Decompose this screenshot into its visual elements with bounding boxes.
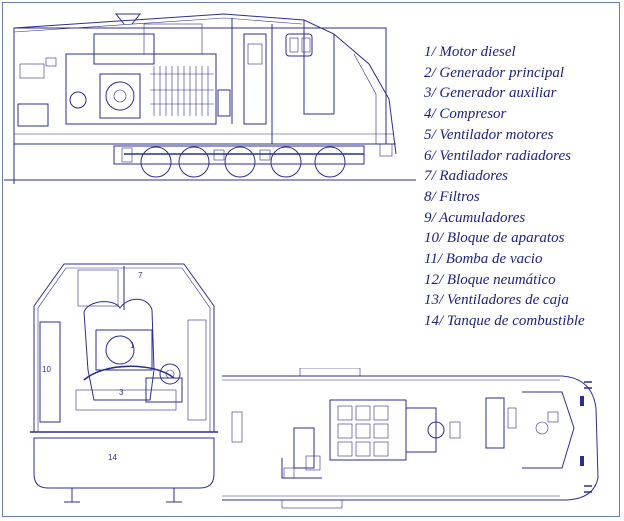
component-legend: 1/ Motor diesel 2/ Generador principal 3…: [424, 42, 620, 332]
legend-item-7: 7/ Radiadores: [424, 168, 509, 185]
legend-item-4: 4/ Compresor: [424, 106, 507, 123]
label-engine: 1: [130, 341, 135, 350]
legend-item-11: 11/ Bomba de vacio: [424, 251, 543, 268]
drawing-frame: [2, 2, 620, 517]
legend-item-12: 12/ Bloque neumático: [424, 271, 556, 288]
legend-item-5: 5/ Ventilador motores: [424, 126, 554, 143]
legend-item-9: 9/ Acumuladores: [424, 209, 526, 226]
legend-item-10: 10/ Bloque de aparatos: [424, 230, 565, 247]
legend-item-1: 1/ Motor diesel: [424, 44, 516, 60]
label-radiators: 7: [138, 271, 143, 280]
legend-item-13: 13/ Ventiladores de caja: [424, 292, 569, 309]
legend-item-2: 2/ Generador principal: [424, 64, 564, 81]
label-aux-generator: 3: [119, 388, 124, 397]
legend-item-6: 6/ Ventilador radiadores: [424, 147, 571, 164]
front-view-diagram: 7 10 1 3 14: [30, 263, 218, 503]
legend-item-14: 14/ Tanque de combustible: [424, 313, 585, 330]
legend-item-8: 8/ Filtros: [424, 188, 480, 205]
label-fuel-tank: 14: [108, 453, 117, 462]
label-apparatus-block: 10: [42, 365, 51, 374]
legend-item-3: 3/ Generador auxiliar: [424, 85, 557, 102]
side-view-diagram: [4, 13, 416, 184]
plan-view-diagram: [222, 368, 599, 509]
